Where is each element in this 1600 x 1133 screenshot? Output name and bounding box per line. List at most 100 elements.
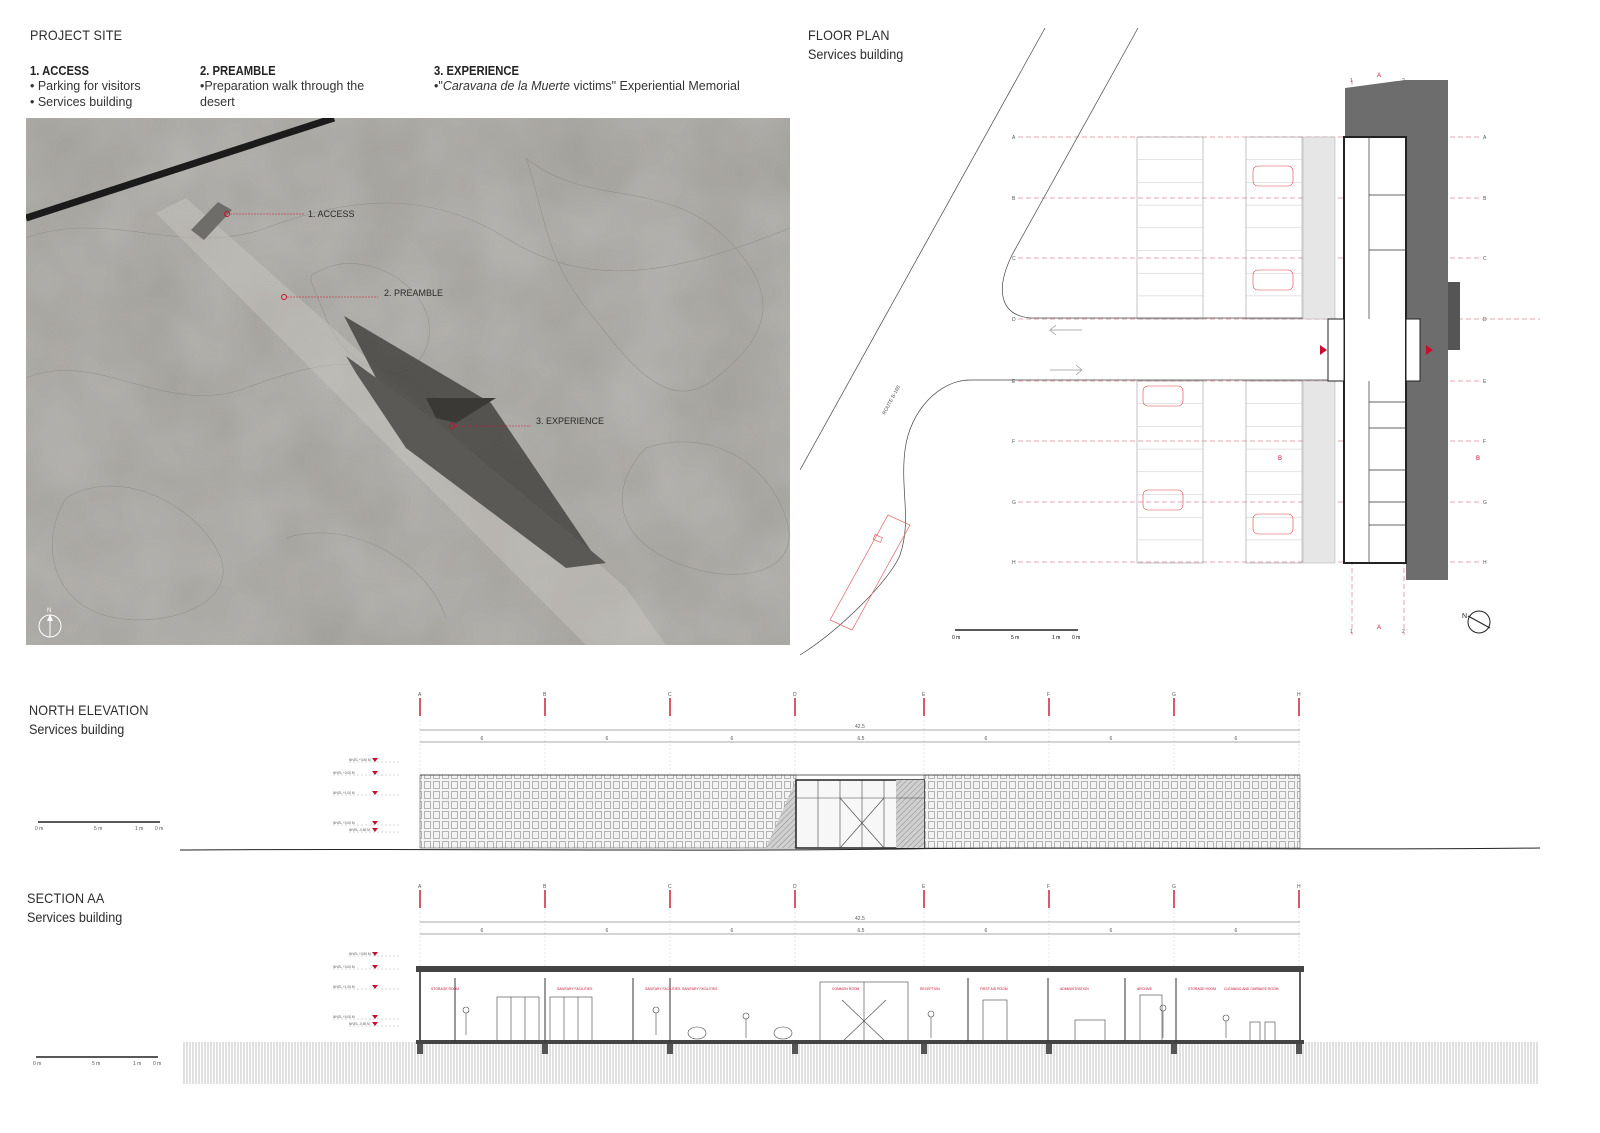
ground-hatch — [183, 1042, 1538, 1084]
section-room-labels: STORAGE ROOM SANITARY FACILITIES SANITARY … — [431, 987, 1279, 991]
svg-text:A: A — [1377, 625, 1381, 631]
traffic-arrows — [1049, 324, 1083, 376]
level-marker-icon — [372, 771, 378, 775]
svg-text:C: C — [1483, 256, 1487, 262]
svg-text:F: F — [1483, 439, 1486, 445]
footing — [1296, 1044, 1302, 1054]
svg-text:E: E — [1483, 379, 1487, 385]
step-access-heading: 1. ACCESS — [30, 64, 89, 78]
parking-stalls — [1137, 159, 1302, 541]
section-shell — [419, 969, 1301, 1043]
svg-text:1 m: 1 m — [1052, 635, 1060, 641]
access-building — [191, 202, 232, 240]
plan-north-icon: N — [1462, 610, 1491, 634]
bay-dim: 6 — [1110, 928, 1113, 934]
map-label-access: 1. ACCESS — [308, 209, 355, 219]
entry-markers — [1320, 345, 1433, 355]
axis-label: F — [1047, 884, 1050, 890]
svg-text:B: B — [1278, 456, 1282, 462]
step-experience: 3. EXPERIENCE •"Caravana de la Muerte vi… — [434, 64, 740, 94]
building-roof-shadow — [1345, 80, 1448, 580]
elevation-dimensions — [420, 729, 1300, 743]
elevation-scale-bar: 0 m 5 m 1 m 0 m — [35, 821, 163, 832]
bay-dim: 6 — [731, 736, 734, 742]
planted-strip-south — [1302, 380, 1336, 564]
bay-dim: 6 — [731, 928, 734, 934]
footing — [542, 1044, 548, 1054]
axis-label: H — [1297, 692, 1301, 698]
step-experience-line: •"Caravana de la Muerte victims" Experie… — [434, 78, 740, 94]
level-label: NIVEL +3.00 M — [333, 965, 355, 969]
plan-road — [800, 27, 1330, 656]
axis-label: G — [1172, 692, 1176, 698]
step-access: 1. ACCESS • Parking for visitors • Servi… — [30, 64, 141, 110]
svg-text:B: B — [1476, 456, 1480, 462]
svg-text:1: 1 — [1350, 78, 1353, 84]
axis-label: A — [418, 884, 422, 890]
svg-text:E: E — [1012, 379, 1016, 385]
site-aerial-map: 1. ACCESS 2. PREAMBLE 3. EXPERIENCE N — [26, 118, 790, 645]
map-markers — [224, 211, 531, 429]
north-arrow-icon: N — [38, 608, 62, 638]
svg-text:B: B — [1012, 196, 1016, 202]
axis-label: A — [418, 692, 422, 698]
step-access-line-2: • Services building — [30, 95, 133, 109]
bay-dim: 6 — [1235, 736, 1238, 742]
project-site-title: PROJECT SITE — [30, 27, 123, 43]
room-label: STORAGE ROOM — [431, 987, 459, 991]
svg-text:G: G — [1012, 500, 1016, 506]
svg-text:1 m: 1 m — [133, 1061, 141, 1067]
site-north-label: N — [47, 608, 51, 614]
glazing-mullions — [796, 780, 924, 849]
svg-text:H: H — [1012, 560, 1016, 566]
services-building-plan — [1343, 136, 1407, 564]
room-label: ADMINISTRATION — [1060, 987, 1089, 991]
bay-dim: 6 — [606, 736, 609, 742]
svg-text:0 m: 0 m — [33, 1061, 41, 1067]
elevation-total-dim: 42.5 — [855, 724, 865, 730]
bay-dim: 6 — [1110, 736, 1113, 742]
svg-text:A: A — [1012, 135, 1016, 141]
step-preamble: 2. PREAMBLE •Preparation walk through th… — [200, 64, 364, 110]
room-label: RECEPTION — [920, 987, 940, 991]
bay-dim: 6 — [606, 928, 609, 934]
bay-dim: 6.5 — [858, 736, 865, 742]
level-label: NIVEL -0.50 M — [349, 1022, 370, 1026]
room-label: SANITARY FACILITIES — [557, 987, 593, 991]
axis-label: D — [793, 692, 797, 698]
room-label: SANITARY FACILITIES — [645, 987, 681, 991]
memorial-block — [426, 398, 496, 423]
axis-label: C — [668, 692, 672, 698]
bay-dim: 6 — [481, 736, 484, 742]
step-preamble-line-2: desert — [200, 95, 235, 109]
section-dimensions — [420, 921, 1300, 935]
plan-north-label: N — [1462, 613, 1467, 620]
room-label: STORAGE ROOM — [1188, 987, 1216, 991]
road — [26, 118, 336, 222]
svg-text:G: G — [1483, 500, 1487, 506]
ground-line — [179, 847, 1541, 851]
memorial-shadow — [344, 316, 596, 558]
step-experience-italic: Caravana de la Muerte — [442, 79, 570, 93]
parked-cars — [1142, 165, 1294, 535]
level-marker-icon — [372, 758, 378, 762]
step-experience-heading: 3. EXPERIENCE — [434, 64, 520, 78]
step-experience-suffix: victims" Experiential Memorial — [569, 79, 740, 93]
memorial-structure — [346, 356, 606, 568]
level-label: NIVEL +3.50 M — [349, 758, 371, 762]
axis-label: B — [543, 884, 547, 890]
level-marker-icon — [372, 821, 378, 825]
level-marker-icon — [372, 985, 378, 989]
step-experience-prefix: •" — [434, 79, 443, 93]
section-furniture — [462, 981, 1276, 1043]
footing — [1171, 1044, 1177, 1054]
axis-label: H — [1297, 884, 1301, 890]
room-label: COMMON ROOM — [832, 987, 859, 991]
interior-walls — [1368, 137, 1406, 563]
section-roof — [416, 966, 1304, 972]
north-elevation-title: NORTH ELEVATION — [29, 702, 149, 718]
svg-text:5 m: 5 m — [94, 826, 102, 832]
